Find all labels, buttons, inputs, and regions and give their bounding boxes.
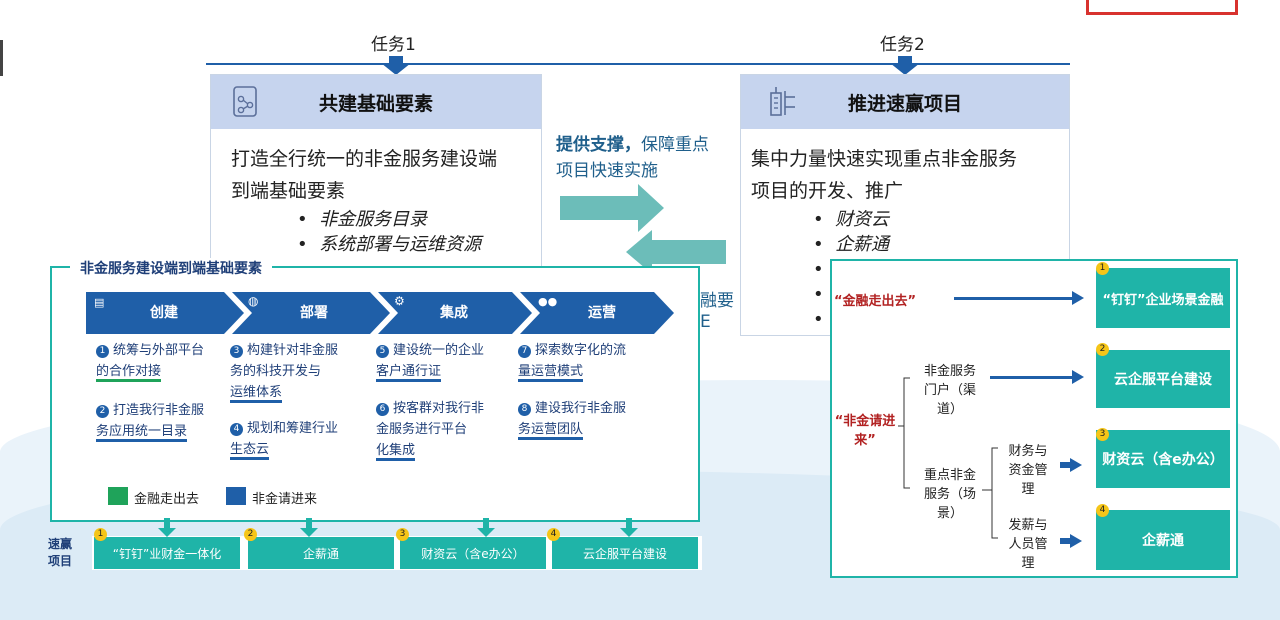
network-icon: ⚙ — [394, 294, 405, 308]
bullet-item: • 企薪通 — [813, 234, 890, 255]
right-arrow-icon — [560, 184, 664, 232]
foundation-panel-title: 非金服务建设端到端基础要素 — [70, 258, 272, 278]
card-text-line2: 到端基础要素 — [231, 180, 346, 202]
card-text-line1: 打造全行统一的非金服务建设端 — [231, 148, 498, 170]
quick-win-label: 速赢 项目 — [48, 537, 73, 568]
step-deploy: 部署 — [300, 305, 328, 321]
partial-text-1: 融要 — [700, 291, 734, 311]
edge-mark — [0, 40, 3, 76]
card-text-line2: 项目的开发、推广 — [751, 180, 904, 202]
card-build-foundation: 共建基础要素 打造全行统一的非金服务建设端 到端基础要素 • 非金服务目录 • … — [210, 74, 542, 272]
card-header: 推进速赢项目 — [741, 75, 1069, 129]
project-box-2: 云企服平台建设 — [1096, 350, 1230, 408]
arrow-stem — [1060, 538, 1076, 544]
support-rest: 保障重点 — [641, 135, 709, 155]
card-title: 推进速赢项目 — [847, 92, 962, 115]
card-text-line1: 集中力量快速实现重点非金服务 — [751, 148, 1018, 170]
task2-label: 任务2 — [880, 35, 925, 55]
quick-win-item-1: “钉钉”业财金一体化 — [94, 537, 240, 569]
arrow-head — [1072, 291, 1084, 305]
card-header: 共建基础要素 — [211, 75, 541, 129]
partial-text-2: E — [700, 312, 711, 332]
finance-out-label: “金融走出去” — [834, 294, 917, 309]
bullet-item: • 财资云 — [813, 209, 890, 230]
step-operate: 运营 — [588, 305, 616, 321]
quick-win-item-2: 企薪通 — [248, 537, 394, 569]
legend-label-out: 金融走出去 — [134, 492, 200, 507]
arrow-line — [954, 297, 1072, 300]
legend-swatch-blue — [226, 487, 246, 505]
project-num-2: 2 — [1096, 343, 1109, 356]
support-bold: 提供支撑， — [556, 135, 641, 155]
bullet-item-hidden: • — [813, 309, 824, 330]
bullet-item: • 非金服务目录 — [297, 209, 428, 230]
hr-mgmt-label: 发薪与 人员管 理 — [1008, 518, 1048, 571]
quick-win-num-3: 3 — [396, 528, 409, 541]
card-title: 共建基础要素 — [318, 92, 433, 115]
step-create: 创建 — [150, 305, 178, 321]
project-box-4: 企薪通 — [1096, 510, 1230, 570]
bullet-item-hidden: • — [813, 259, 824, 280]
quick-win-num-1: 1 — [94, 528, 107, 541]
project-num-1: 1 — [1096, 262, 1109, 275]
arrow-head — [1072, 370, 1084, 384]
project-box-1: “钉钉”企业场景金融 — [1096, 268, 1230, 328]
task2-arrow-stem — [898, 56, 912, 64]
step-integrate: 集成 — [440, 305, 468, 321]
quick-win-num-2: 2 — [244, 528, 257, 541]
globe-icon: ◍ — [248, 294, 259, 308]
support-line2: 项目快速实施 — [556, 161, 658, 181]
nonfinance-in-label: “非金请进 来” — [834, 414, 896, 448]
quick-win-item-3: 财资云（含e办公） — [400, 537, 546, 569]
portal-label: 非金服务 门户（渠 道） — [923, 364, 976, 417]
arrow-head — [1070, 458, 1082, 472]
task1-arrow-stem — [389, 56, 403, 64]
support-text: 提供支撑，保障重点 项目快速实施 — [556, 132, 709, 184]
project-box-3: 财资云（含e办公） — [1096, 430, 1230, 488]
legend-swatch-green — [108, 487, 128, 505]
tree-brackets — [898, 377, 998, 539]
task1-arrow — [381, 63, 411, 75]
doc-network-icon — [231, 85, 261, 124]
left-arrow-icon — [626, 230, 726, 274]
arrow-stem — [1060, 462, 1076, 468]
building-icon — [767, 85, 801, 124]
clipboard-icon: ▤ — [94, 296, 105, 309]
project-num-3: 3 — [1096, 428, 1109, 441]
legend-label-in: 非金请进来 — [252, 492, 318, 507]
key-service-label: 重点非金 服务（场 景） — [923, 468, 976, 521]
quick-win-item-4: 云企服平台建设 — [552, 537, 698, 569]
arrow-head — [1070, 534, 1082, 548]
task2-arrow — [890, 63, 920, 75]
quick-win-num-4: 4 — [547, 528, 560, 541]
bullet-item-hidden: • — [813, 284, 824, 305]
arrow-line — [990, 376, 1072, 379]
task1-label: 任务1 — [371, 35, 416, 55]
quick-win-arrows — [158, 518, 638, 537]
process-chevrons — [86, 292, 674, 334]
bullet-item: • 系统部署与运维资源 — [297, 234, 482, 255]
finance-mgmt-label: 财务与 资金管 理 — [1008, 444, 1048, 497]
highlight-frame — [1086, 0, 1238, 15]
project-num-4: 4 — [1096, 504, 1109, 517]
task-line — [206, 63, 1070, 65]
people-icon: ●● — [538, 295, 558, 308]
